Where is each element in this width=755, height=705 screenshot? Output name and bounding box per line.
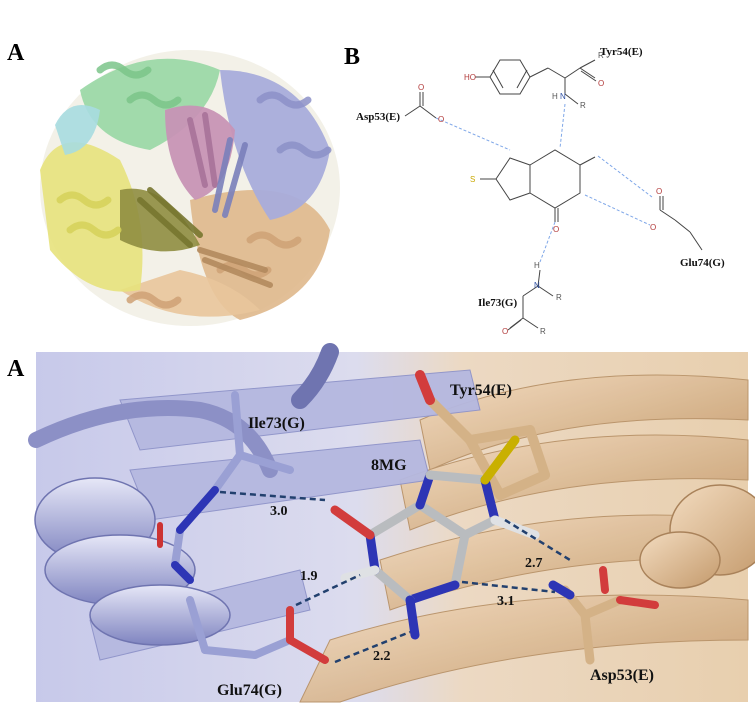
atom-o-tyr: O xyxy=(598,79,604,88)
panel-letter-a-bottom: A xyxy=(7,356,25,382)
label-2d-glu74: Glu74(G) xyxy=(680,257,725,269)
atom-r-tyr: R xyxy=(598,51,604,60)
label-3d-tyr54: Tyr54(E) xyxy=(450,382,512,399)
label-2d-ile73: Ile73(G) xyxy=(478,297,517,309)
panel-letter-b: B xyxy=(344,44,361,70)
atom-h-ile: H xyxy=(534,261,540,270)
atom-h-tyr: H xyxy=(552,92,558,101)
atom-n-tyr: N xyxy=(560,92,566,101)
label-3d-ile73: Ile73(G) xyxy=(248,415,305,432)
atom-r2-tyr: R xyxy=(580,101,586,110)
atom-o-asp: O xyxy=(418,83,424,92)
panel-letter-a-top: A xyxy=(7,40,25,66)
atom-r2-ile: R xyxy=(540,327,546,336)
atom-o-ring: O xyxy=(553,225,559,234)
distance-3-0: 3.0 xyxy=(270,504,288,519)
atom-n-ile: N xyxy=(534,281,540,290)
interaction-diagram-2d: HO R O N H R O O S O O O H N R O R Tyr54… xyxy=(356,46,725,336)
label-2d-tyr54: Tyr54(E) xyxy=(600,46,643,58)
atom-r-ile: R xyxy=(556,293,562,302)
binding-site-3d: 3.0 1.9 2.7 3.1 2.2 Ile73(G) Tyr54(E) 8M… xyxy=(28,343,755,703)
atom-s: S xyxy=(470,175,475,184)
atom-o-minus-glu: O xyxy=(656,187,662,196)
distance-2-7: 2.7 xyxy=(525,556,543,571)
label-3d-glu74: Glu74(G) xyxy=(217,682,282,699)
label-2d-asp53: Asp53(E) xyxy=(356,111,400,123)
distance-1-9: 1.9 xyxy=(300,569,318,584)
protein-cartoon-overview xyxy=(40,50,340,326)
atom-o-glu: O xyxy=(650,223,656,232)
atom-o-ile: O xyxy=(502,327,508,336)
label-3d-asp53: Asp53(E) xyxy=(590,667,654,684)
distance-2-2: 2.2 xyxy=(373,649,391,664)
atom-ho: HO xyxy=(464,73,476,82)
label-ligand-8mg: 8MG xyxy=(371,457,407,474)
distance-3-1: 3.1 xyxy=(497,594,515,609)
atom-o-minus-asp: O xyxy=(438,115,444,124)
